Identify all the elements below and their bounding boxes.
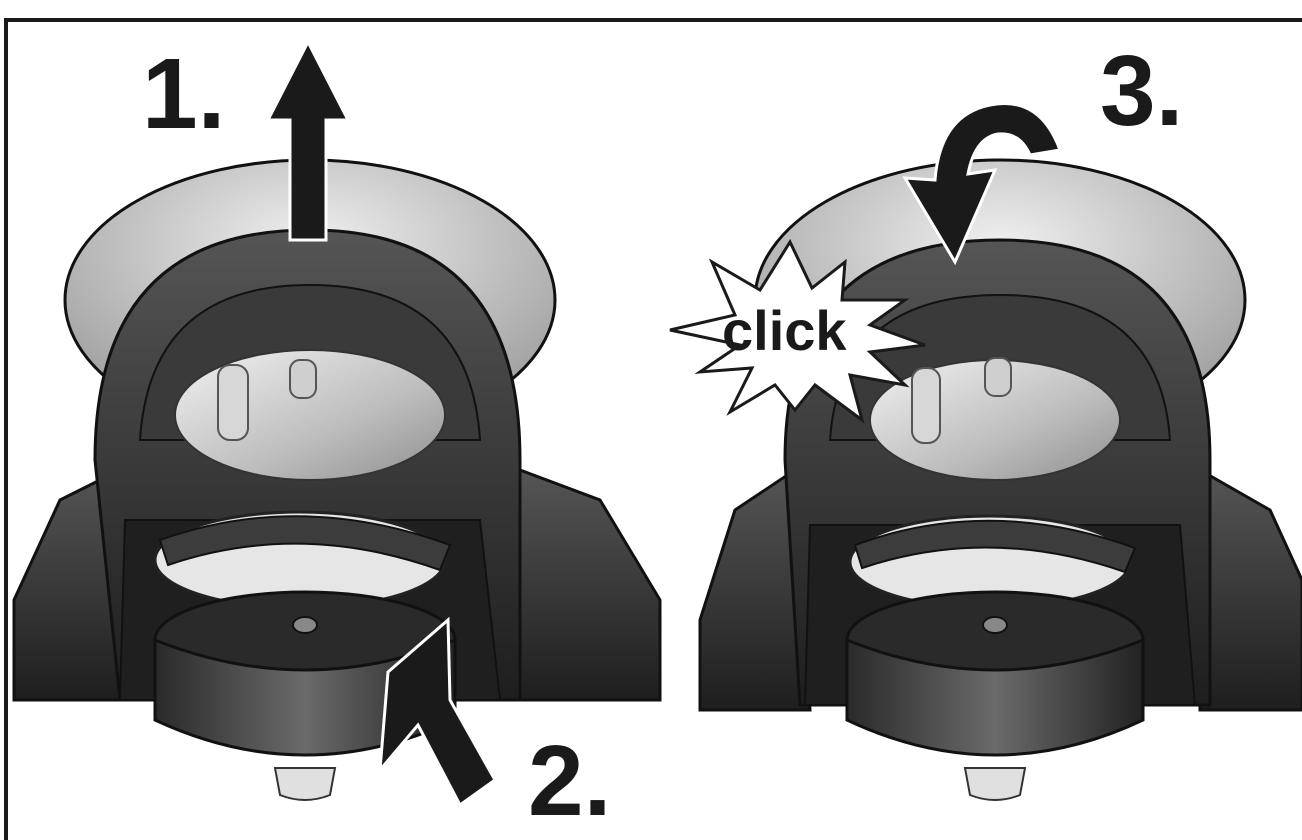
click-label: click — [722, 299, 847, 362]
center-knob — [983, 617, 1007, 633]
panel-left: 1. 2. — [14, 38, 660, 837]
metal-pin-1 — [912, 368, 940, 443]
step-3-label: 3. — [1100, 35, 1183, 147]
right-wing-outer — [520, 470, 660, 700]
center-knob — [293, 617, 317, 633]
base-foot — [965, 768, 1025, 800]
right-wing-outer — [1200, 470, 1302, 710]
base-foot — [275, 768, 335, 800]
step-1-label: 1. — [142, 38, 225, 150]
panel-right: click 3. — [670, 35, 1302, 800]
metal-pin-1 — [218, 365, 248, 440]
metal-pin-2 — [985, 358, 1011, 396]
metal-pin-2 — [290, 360, 316, 398]
step-2-label: 2. — [528, 725, 611, 837]
